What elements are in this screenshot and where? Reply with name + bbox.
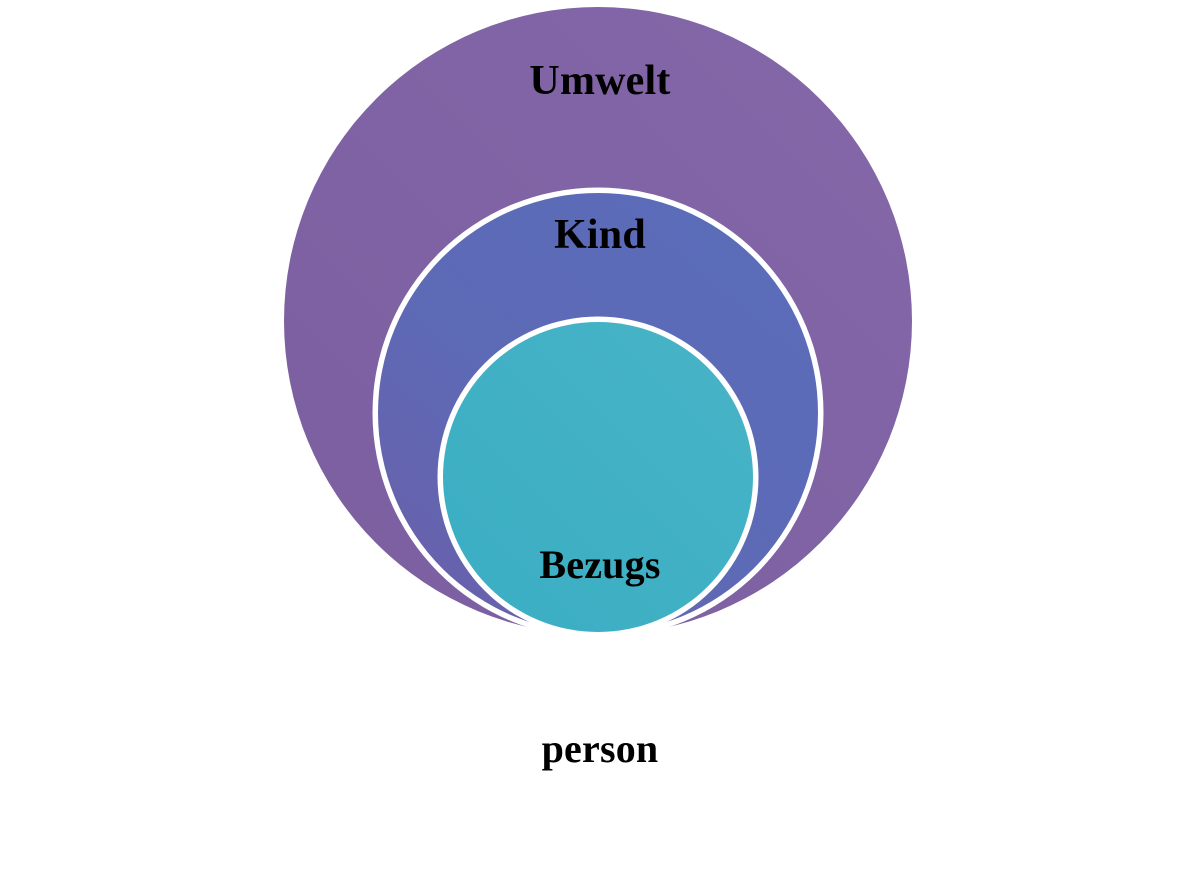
circle-bezugsperson[interactable] xyxy=(443,322,753,632)
concentric-circles-diagram: Umwelt Kind Bezugs person xyxy=(284,7,912,771)
circle-label-bezugsperson: Bezugs person xyxy=(0,423,1200,891)
circle-label-bezugsperson-line-2: person xyxy=(541,725,659,771)
circle-label-bezugsperson-line-1: Bezugs xyxy=(539,541,661,587)
circle-label-kind: Kind xyxy=(554,212,646,258)
circle-label-umwelt: Umwelt xyxy=(529,58,671,104)
nested-circles-graphic xyxy=(284,7,912,635)
